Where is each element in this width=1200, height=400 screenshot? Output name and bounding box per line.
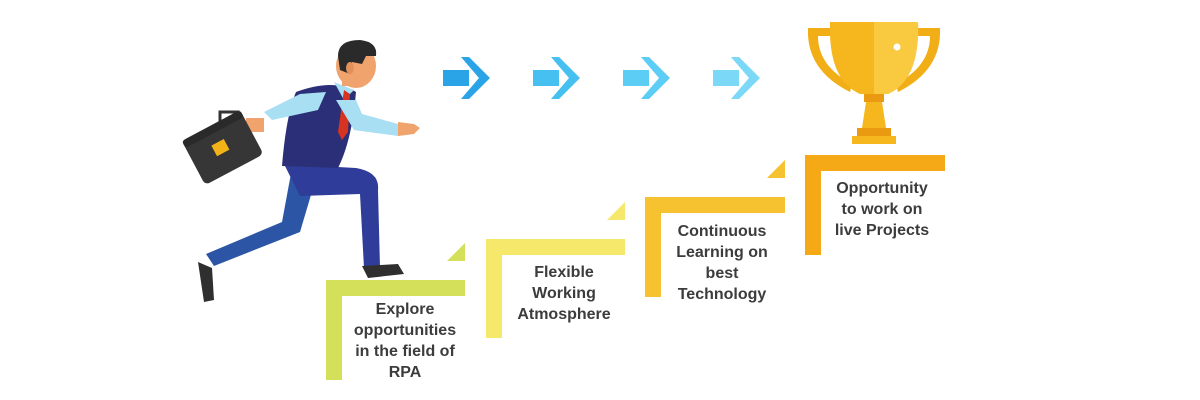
step-4 [805, 155, 945, 255]
arrow-3 [623, 57, 670, 99]
arrow-4 [713, 57, 760, 99]
businessman-running-icon [182, 40, 420, 302]
trophy-icon [807, 22, 941, 144]
step-1 [326, 243, 465, 380]
step-1-label: Explore opportunities in the field of RP… [353, 301, 457, 381]
step-3 [645, 160, 785, 297]
arrow-1 [443, 57, 490, 99]
step-2-label: Flexible Working Atmosphere [517, 264, 611, 323]
step-3-label: Continuous Learning on best Technology [676, 223, 768, 303]
step-4-label: Opportunity to work on live Projects [834, 180, 930, 239]
arrow-2 [533, 57, 580, 99]
step-2 [486, 202, 625, 338]
